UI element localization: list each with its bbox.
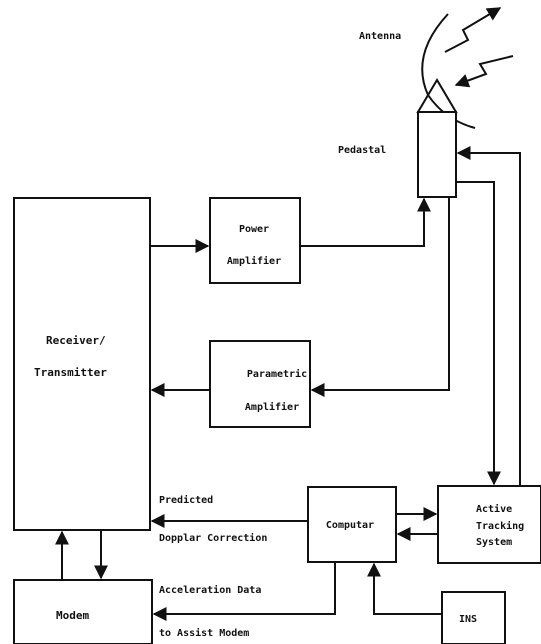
tracking-label-line1: Active — [476, 503, 512, 515]
acceleration-label-line1: Acceleration Data — [159, 584, 261, 596]
active-tracking-box — [437, 485, 541, 564]
receiver-transmitter-box — [13, 197, 151, 531]
tracking-label-line3: System — [476, 537, 512, 548]
arrow-computer-to-modem — [152, 562, 336, 621]
arrow-power-amp-to-pedestal — [300, 197, 431, 247]
parametric-amplifier-box — [209, 340, 311, 428]
computer-box — [307, 486, 397, 563]
tracking-label-line2: Tracking — [476, 520, 524, 532]
predicted-label-line1: Predicted — [159, 494, 213, 506]
power-amp-label-line2: Amplifier — [227, 255, 281, 267]
modem-box — [13, 579, 153, 644]
ins-label: INS — [459, 614, 477, 625]
pedestal-label: Pedastal — [338, 145, 386, 156]
param-amp-label-line2: Amplifier — [245, 401, 299, 413]
acceleration-label-line2: to Assist Modem — [159, 627, 249, 639]
power-amplifier-box — [209, 197, 301, 284]
ins-box — [441, 591, 506, 644]
arrow-tracking-to-pedestal — [456, 146, 521, 486]
pedestal-box — [417, 111, 457, 198]
computer-label: Computar — [326, 520, 374, 531]
modem-label: Modem — [56, 609, 89, 622]
receiver-label-line2: Transmitter — [34, 366, 107, 379]
antenna-label: Antenna — [359, 31, 401, 42]
power-amp-label-line1: Power — [239, 224, 269, 235]
receiver-label-line1: Receiver/ — [46, 334, 106, 347]
arrow-pedestal-to-param-amp — [310, 197, 450, 397]
arrow-ins-to-computer — [367, 562, 442, 615]
arrow-pedestal-to-tracking — [456, 181, 501, 486]
param-amp-label-line1: Parametric — [247, 368, 307, 380]
antenna-icon — [416, 7, 514, 129]
predicted-label-line2: Dopplar Correction — [159, 532, 267, 544]
